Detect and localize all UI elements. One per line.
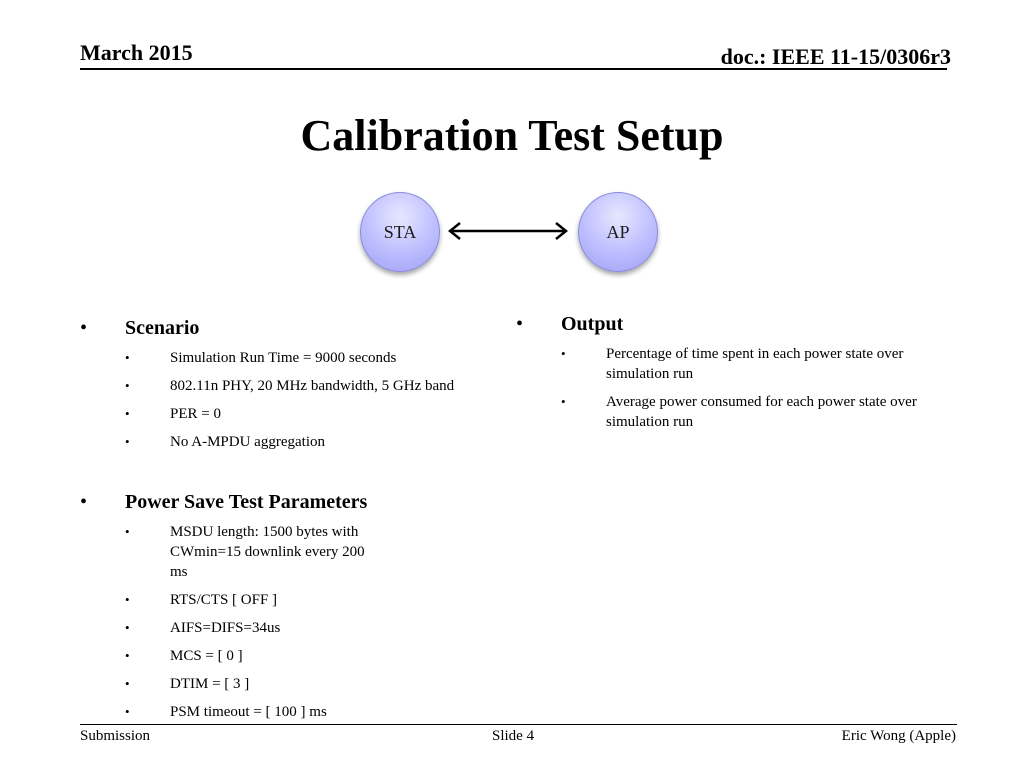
bullet-icon: • xyxy=(80,491,88,513)
bullet-icon: • xyxy=(125,648,130,663)
list-item-text: 802.11n PHY, 20 MHz bandwidth, 5 GHz ban… xyxy=(170,378,455,394)
scenario-heading-item: • Scenario • Simulation Run Time = 9000 s… xyxy=(80,316,520,452)
list-item: • MCS = [ 0 ] xyxy=(125,646,520,666)
bullet-icon: • xyxy=(125,676,130,691)
bullet-icon: • xyxy=(125,406,130,421)
header-doc-id: doc.: IEEE 11-15/0306r3 xyxy=(720,44,951,69)
header-rule xyxy=(80,68,947,70)
bullet-icon: • xyxy=(125,620,130,635)
footer-submission: Submission xyxy=(80,728,151,744)
footer-rule xyxy=(80,724,957,725)
list-item: • PSM timeout = [ 100 ] ms xyxy=(125,702,520,722)
double-arrow-icon xyxy=(447,222,569,240)
list-item: • Simulation Run Time = 9000 seconds xyxy=(125,348,520,368)
output-list: • Output • Percentage of time spent in ea… xyxy=(516,312,917,432)
list-item: • Percentage of time spent in each power … xyxy=(561,344,936,384)
bullet-icon: • xyxy=(125,434,130,449)
bullet-icon: • xyxy=(80,317,88,339)
power-save-list: • Power Save Test Parameters • MSDU lengt… xyxy=(80,490,520,722)
list-item: • 802.11n PHY, 20 MHz bandwidth, 5 GHz ba… xyxy=(125,376,520,396)
ap-node-label: AP xyxy=(606,221,630,242)
footer-slide-number: Slide 4 xyxy=(492,728,535,744)
sta-node: STA xyxy=(360,192,440,272)
bullet-icon: • xyxy=(125,378,130,393)
slide-title: Calibration Test Setup xyxy=(300,111,724,160)
list-item: • No A-MPDU aggregation xyxy=(125,432,520,452)
list-item-text: PSM timeout = [ 100 ] ms xyxy=(170,704,327,720)
power-save-heading: Power Save Test Parameters xyxy=(125,491,368,513)
bullet-icon: • xyxy=(125,350,130,365)
list-item-text: MCS = [ 0 ] xyxy=(170,648,243,664)
bullet-icon: • xyxy=(125,592,130,607)
ap-node: AP xyxy=(578,192,658,272)
bullet-icon: • xyxy=(516,313,524,335)
list-item: • DTIM = [ 3 ] xyxy=(125,674,520,694)
list-item-text: Average power consumed for each power st… xyxy=(606,394,917,430)
list-item: • AIFS=DIFS=34us xyxy=(125,618,520,638)
scenario-list: • Scenario • Simulation Run Time = 9000 s… xyxy=(80,316,520,452)
list-item-text: No A-MPDU aggregation xyxy=(170,434,325,450)
scenario-heading: Scenario xyxy=(125,317,200,339)
list-item: • MSDU length: 1500 bytes with CWmin=15 d… xyxy=(125,522,385,582)
list-item-text: Percentage of time spent in each power s… xyxy=(606,346,904,382)
list-item-text: Simulation Run Time = 9000 seconds xyxy=(170,350,397,366)
bullet-icon: • xyxy=(561,394,566,409)
list-item-text: RTS/CTS [ OFF ] xyxy=(170,592,278,608)
sta-node-label: STA xyxy=(383,221,417,242)
output-heading-item: • Output • Percentage of time spent in ea… xyxy=(516,312,917,432)
power-save-heading-item: • Power Save Test Parameters • MSDU lengt… xyxy=(80,490,520,722)
list-item: • PER = 0 xyxy=(125,404,520,424)
list-item-text: DTIM = [ 3 ] xyxy=(170,676,250,692)
list-item: • RTS/CTS [ OFF ] xyxy=(125,590,520,610)
list-item-text: PER = 0 xyxy=(170,406,221,422)
list-item-text: MSDU length: 1500 bytes with CWmin=15 do… xyxy=(170,524,365,580)
output-heading: Output xyxy=(561,313,624,335)
list-item-text: AIFS=DIFS=34us xyxy=(170,620,281,636)
bullet-icon: • xyxy=(561,346,566,361)
list-item: • Average power consumed for each power s… xyxy=(561,392,936,432)
footer-author: Eric Wong (Apple) xyxy=(841,728,956,744)
header-date: March 2015 xyxy=(80,40,193,65)
bullet-icon: • xyxy=(125,524,130,539)
bullet-icon: • xyxy=(125,704,130,719)
